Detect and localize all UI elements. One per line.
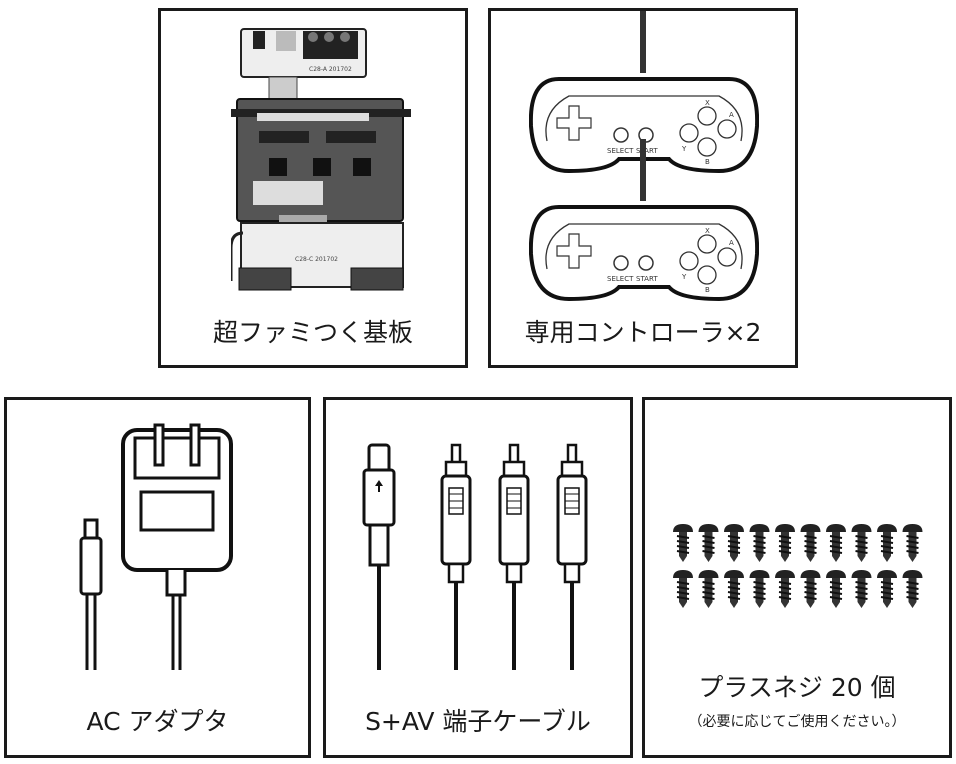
select-label: SELECT — [607, 147, 634, 155]
ac-adapter-illustration — [79, 423, 233, 670]
screw-icon — [851, 524, 872, 562]
screw-icon — [826, 524, 846, 562]
item-label: 専用コントローラ×2 — [524, 318, 762, 347]
screw-icon — [698, 524, 719, 562]
item-label: 超ファミつく基板 — [212, 318, 413, 347]
screw-icon — [749, 570, 770, 608]
screw-icon — [673, 524, 693, 562]
screw-icon — [800, 570, 821, 608]
screw-icon — [775, 524, 795, 562]
screw-icon — [877, 524, 897, 562]
board-illustration: C28-A 201702 C28-C 201702 — [231, 28, 411, 291]
screws-illustration — [673, 524, 923, 608]
board-bottom-text: C28-C 201702 — [295, 256, 338, 263]
screw-icon — [749, 524, 770, 562]
item-label: プラスネジ 20 個 — [698, 673, 896, 702]
item-board: C28-A 201702 C28-C 201702 超ファミつく基板 — [158, 8, 468, 368]
item-label: S+AV 端子ケーブル — [365, 707, 591, 736]
screw-icon — [877, 570, 897, 608]
b-label: B — [705, 158, 710, 166]
screw-icon — [724, 570, 744, 608]
item-av-cable: S+AV 端子ケーブル — [323, 397, 633, 758]
screw-icon — [851, 570, 872, 608]
screw-icon — [826, 570, 846, 608]
a-label: A — [729, 111, 734, 119]
item-screws: プラスネジ 20 個 （必要に応じてご使用ください。） — [642, 397, 952, 758]
item-ac-adapter: AC アダプタ — [4, 397, 311, 758]
screw-icon — [902, 524, 923, 562]
screw-icon — [673, 570, 693, 608]
item-label: AC アダプタ — [86, 707, 229, 736]
screw-icon — [800, 524, 821, 562]
y-label: Y — [681, 145, 687, 153]
av-cable-illustration — [362, 443, 588, 672]
screw-icon — [698, 570, 719, 608]
start-label: START — [636, 147, 658, 155]
item-controllers: SELECT START X Y A B 専用コントローラ×2 — [488, 8, 798, 368]
controllers-illustration: SELECT START X Y A B — [529, 11, 759, 301]
screw-icon — [724, 524, 744, 562]
screw-icon — [902, 570, 923, 608]
item-note: （必要に応じてご使用ください。） — [688, 714, 906, 730]
x-label: X — [705, 99, 710, 107]
board-top-text: C28-A 201702 — [309, 66, 352, 73]
screw-icon — [775, 570, 795, 608]
